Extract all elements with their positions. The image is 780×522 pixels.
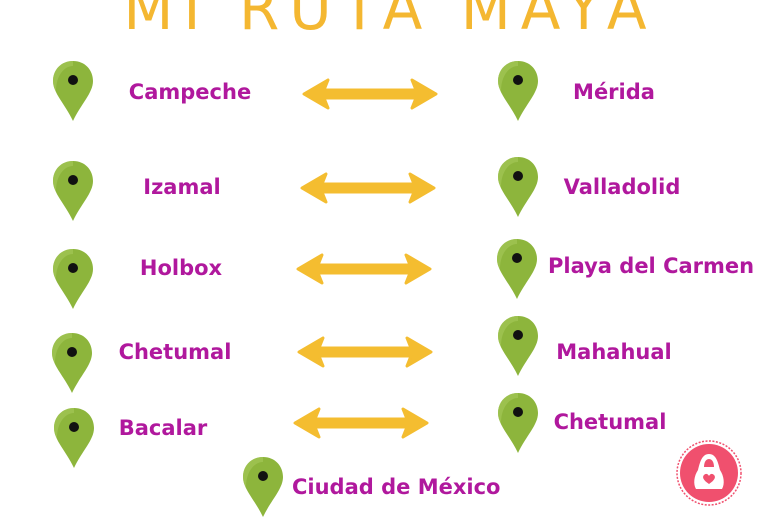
- map-pin-icon: [53, 407, 95, 469]
- double-arrow-icon: [300, 171, 436, 205]
- double-arrow-icon: [297, 335, 433, 369]
- double-arrow-icon: [293, 406, 429, 440]
- route-destination-label: Chetumal: [553, 410, 667, 434]
- page-title: MI RUTA MAYA: [123, 0, 657, 44]
- route-origin-label: Chetumal: [118, 340, 232, 364]
- map-pin-icon: [497, 156, 539, 218]
- final-destination-label: Ciudad de México: [292, 475, 501, 499]
- map-pin-icon: [51, 332, 93, 394]
- route-origin-label: Bacalar: [118, 416, 208, 440]
- map-pin-icon: [242, 456, 284, 518]
- map-pin-icon: [52, 248, 94, 310]
- route-origin-label: Holbox: [139, 256, 223, 280]
- route-origin-label: Izamal: [143, 175, 221, 199]
- double-arrow-icon: [296, 252, 432, 286]
- backpack-heart-logo: [676, 440, 742, 506]
- map-pin-icon: [497, 60, 539, 122]
- route-destination-label: Valladolid: [563, 175, 681, 199]
- map-pin-icon: [52, 160, 94, 222]
- map-pin-icon: [52, 60, 94, 122]
- double-arrow-icon: [302, 77, 438, 111]
- route-destination-label: Mahahual: [556, 340, 672, 364]
- route-origin-label: Campeche: [128, 80, 252, 104]
- map-pin-icon: [497, 392, 539, 454]
- route-destination-label: Playa del Carmen: [548, 254, 755, 278]
- route-destination-label: Mérida: [573, 80, 655, 104]
- map-pin-icon: [497, 315, 539, 377]
- map-pin-icon: [496, 238, 538, 300]
